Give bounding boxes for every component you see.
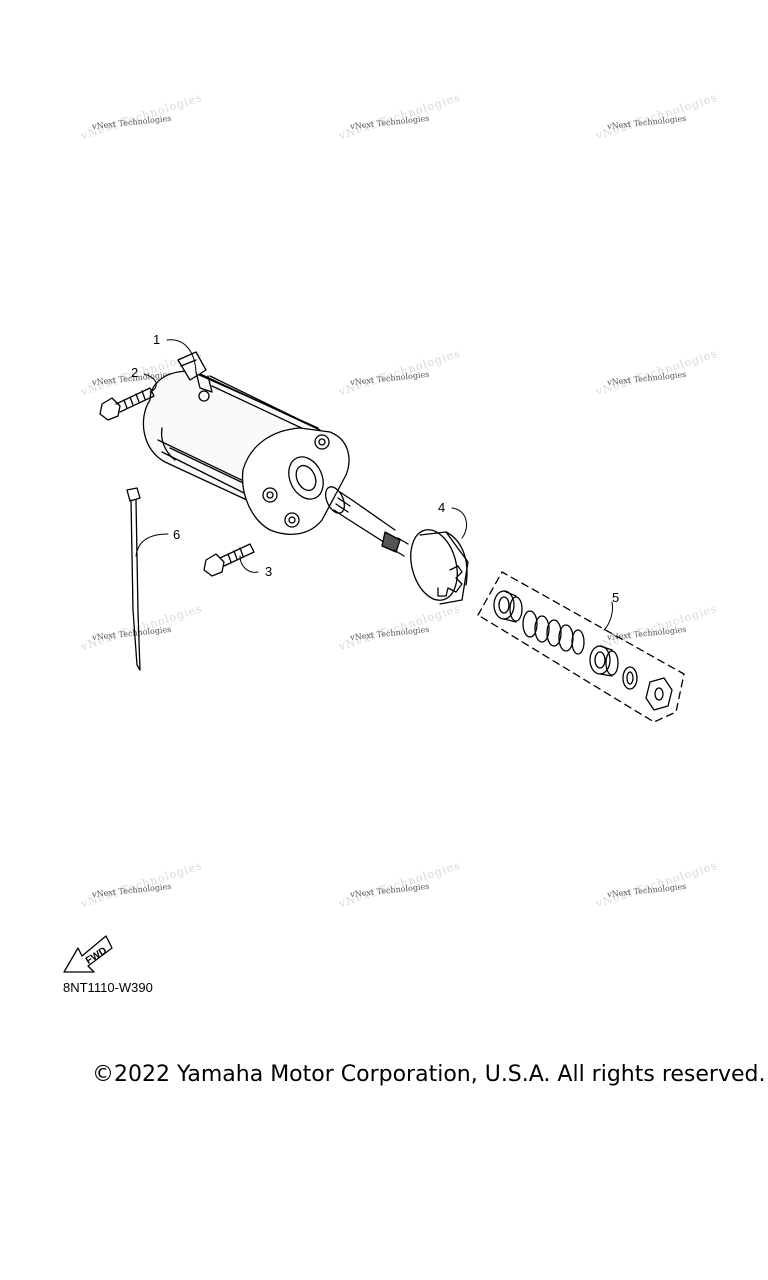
callout-1: 1: [153, 332, 161, 347]
callout-6: 6: [173, 527, 181, 542]
cable-tie: [126, 487, 141, 671]
copyright-notice: ©2022 Yamaha Motor Corporation, U.S.A. A…: [92, 1062, 766, 1087]
callout-5: 5: [612, 590, 620, 605]
callout-2: 2: [131, 365, 139, 380]
callout-3: 3: [265, 564, 273, 579]
bolt-2: [99, 387, 155, 421]
clutch-kit: [477, 571, 685, 723]
callout-4: 4: [438, 500, 446, 515]
starter-motor: [142, 351, 409, 557]
pinion-gear: [410, 529, 469, 605]
bolt-3: [203, 543, 255, 577]
fwd-arrow-icon: [63, 935, 113, 973]
diagram-code: 8NT1110-W390: [63, 980, 153, 995]
leader-lines: [135, 339, 613, 631]
